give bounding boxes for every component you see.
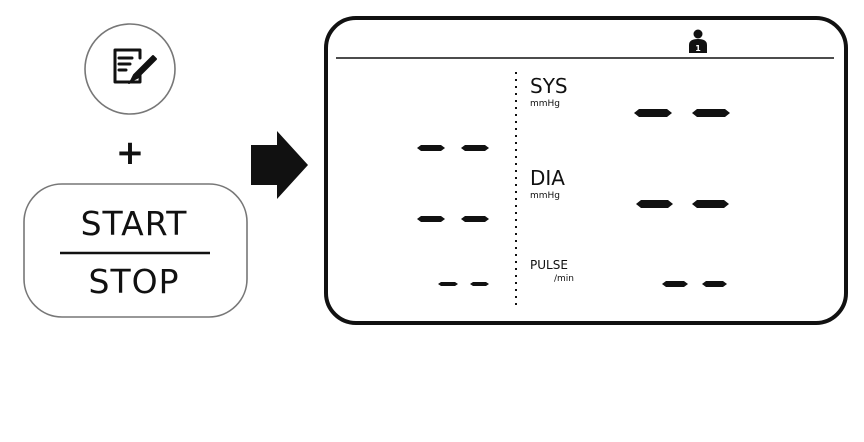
monitor-display: 1 SYS mmHg DIA mmHg PULSE /	[324, 16, 848, 325]
dia-unit: mmHg	[530, 191, 560, 201]
left-dash-row-2	[417, 216, 489, 222]
left-dash-row-3	[438, 282, 489, 286]
left-dash-row-1	[417, 145, 489, 151]
stop-label: STOP	[89, 262, 180, 301]
start-label: START	[81, 204, 188, 243]
right-arrow-icon	[251, 131, 308, 199]
user-1-icon: 1	[689, 29, 707, 53]
pulse-reading	[662, 281, 727, 287]
sys-unit: mmHg	[530, 99, 560, 109]
sys-reading	[634, 109, 730, 117]
plus-symbol: +	[116, 133, 145, 173]
sys-label: SYS	[530, 74, 568, 98]
notepad-pencil-icon	[113, 48, 157, 84]
dia-label: DIA	[530, 166, 565, 190]
user-number: 1	[695, 44, 701, 53]
pulse-unit: /min	[554, 274, 574, 284]
start-stop-button[interactable]: START STOP	[23, 183, 248, 318]
pulse-label: PULSE	[530, 258, 568, 272]
dia-reading	[636, 200, 729, 208]
memo-button[interactable]	[84, 23, 176, 115]
